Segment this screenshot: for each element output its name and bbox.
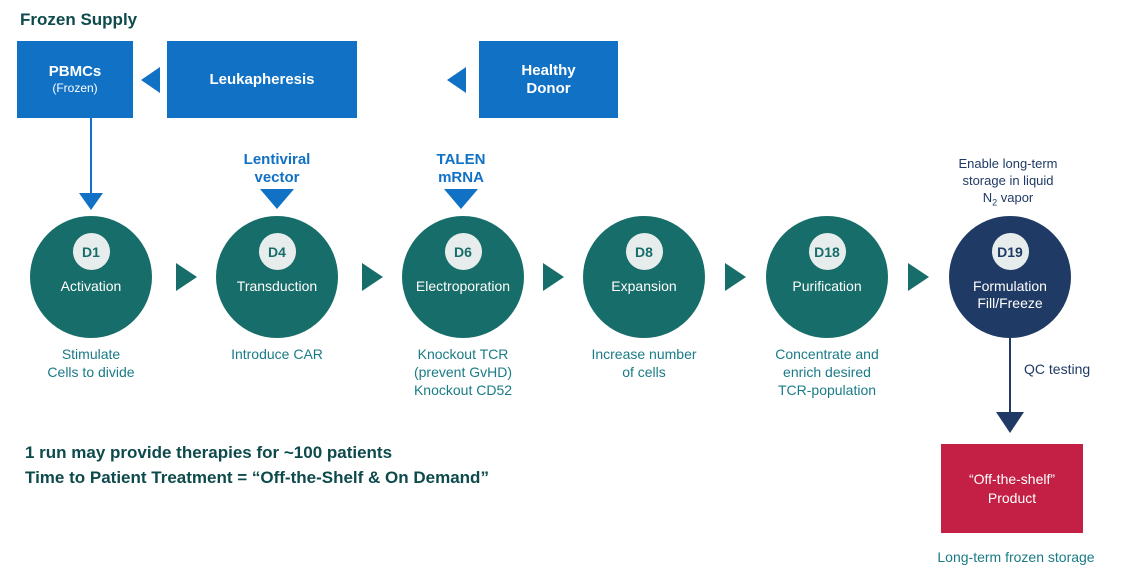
summary-text: 1 run may provide therapies for ~100 pat… (25, 440, 489, 490)
stage-name: Transduction (236, 278, 318, 294)
stage-name: Electroporation (415, 278, 511, 294)
note-line: N (982, 190, 993, 205)
summary-line1: 1 run may provide therapies for ~100 pat… (25, 443, 393, 462)
note-line: Stimulate (61, 346, 121, 362)
note-line: Increase number (591, 346, 697, 362)
stage-name: Purification (792, 278, 862, 294)
arrow-down-icon (996, 412, 1024, 433)
stage-circle-formulation: D19 Formulation Fill/Freeze (949, 216, 1071, 338)
note-line: enrich desired (783, 364, 871, 380)
note-line: Enable long-term (958, 156, 1058, 171)
arrow-down-icon (260, 189, 294, 209)
day-badge: D18 (808, 233, 846, 270)
lentiviral-vector-label: Lentiviral vector (197, 151, 357, 187)
note-line: Concentrate and (775, 346, 879, 362)
input-line: mRNA (438, 169, 484, 186)
note-line: of cells (622, 364, 666, 380)
arrow-line (1009, 338, 1011, 412)
arrow-down-icon (79, 193, 103, 210)
note-line: Knockout TCR (417, 346, 509, 362)
input-line: Lentiviral (243, 151, 311, 168)
note-line: Introduce CAR (231, 346, 323, 362)
note-line: storage in liquid (962, 173, 1054, 188)
input-line: vector (254, 169, 300, 186)
stage-circle-purification: D18 Purification (766, 216, 888, 338)
stage-note-transduction: Introduce CAR (192, 345, 362, 363)
arrow-down-icon (444, 189, 478, 209)
arrow-right-icon (543, 263, 564, 291)
stage-circle-activation: D1 Activation (30, 216, 152, 338)
qc-testing-label: QC testing (1024, 361, 1091, 377)
page-title: Frozen Supply (20, 10, 138, 29)
summary-line2: Time to Patient Treatment = “Off-the-She… (25, 468, 489, 487)
arrow-right-icon (725, 263, 746, 291)
arrow-right-icon (176, 263, 197, 291)
stage-note-activation: Stimulate Cells to divide (6, 345, 176, 381)
arrow-left-icon (141, 67, 160, 93)
day-badge: D19 (991, 233, 1029, 270)
stage-circle-expansion: D8 Expansion (583, 216, 705, 338)
pbmcs-sublabel: (Frozen) (52, 81, 98, 95)
n2-subscript: 2 (992, 197, 998, 208)
product-label-line2: Product (987, 489, 1037, 506)
long-term-storage-label: Long-term frozen storage (937, 549, 1095, 565)
note-line: Knockout CD52 (413, 382, 513, 398)
arrow-right-icon (362, 263, 383, 291)
stage-name: Formulation Fill/Freeze (973, 278, 1047, 312)
day-badge: D8 (625, 233, 663, 270)
healthy-donor-label-line2: Donor (526, 79, 571, 97)
stage-circle-electroporation: D6 Electroporation (402, 216, 524, 338)
day-badge: D6 (444, 233, 482, 270)
stage-name: Activation (60, 278, 122, 294)
stage-note-expansion: Increase number of cells (559, 345, 729, 381)
note-line: Cells to divide (47, 364, 135, 380)
stage-name: Expansion (611, 278, 677, 294)
stage-name-line: Fill/Freeze (977, 295, 1043, 311)
day-badge: D1 (72, 233, 110, 270)
healthy-donor-label-line1: Healthy (521, 61, 576, 79)
talen-mrna-label: TALEN mRNA (381, 151, 541, 187)
product-label-line1: “Off-the-shelf” (968, 470, 1056, 487)
note-line: vapor (997, 190, 1034, 205)
d19-storage-note: Enable long-term storage in liquid N2 va… (918, 155, 1098, 212)
input-line: TALEN (436, 151, 486, 168)
arrow-line (90, 118, 92, 194)
leukapheresis-box: Leukapheresis (167, 41, 357, 118)
pbmcs-box: PBMCs (Frozen) (17, 41, 133, 118)
off-the-shelf-product-box: “Off-the-shelf” Product (941, 444, 1083, 533)
stage-note-purification: Concentrate and enrich desired TCR-popul… (742, 345, 912, 399)
note-line: TCR-population (777, 382, 877, 398)
arrow-right-icon (908, 263, 929, 291)
leukapheresis-label: Leukapheresis (209, 70, 315, 88)
note-line: (prevent GvHD) (413, 364, 513, 380)
arrow-left-icon (447, 67, 466, 93)
day-badge: D4 (258, 233, 296, 270)
stage-note-electroporation: Knockout TCR (prevent GvHD) Knockout CD5… (378, 345, 548, 399)
stage-name-line: Formulation (973, 278, 1047, 294)
healthy-donor-box: Healthy Donor (479, 41, 618, 118)
stage-circle-transduction: D4 Transduction (216, 216, 338, 338)
pbmcs-label: PBMCs (48, 63, 102, 80)
